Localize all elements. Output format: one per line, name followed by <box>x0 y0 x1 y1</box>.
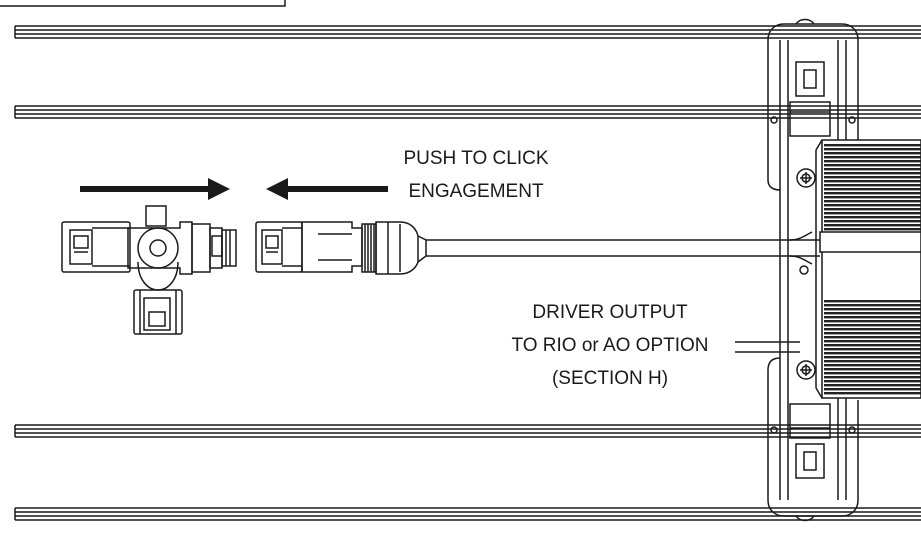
driver-label-line-2: TO RIO or AO OPTION <box>511 335 709 356</box>
heatsink-fin <box>824 164 921 167</box>
heatsink-fin <box>824 148 921 151</box>
heatsink-fin <box>824 356 921 359</box>
heatsink-fin <box>824 308 921 311</box>
heatsink-fin <box>824 336 921 339</box>
heatsink-fin <box>824 160 921 163</box>
driver-cable <box>426 231 820 265</box>
rail-lower-middle <box>14 424 921 438</box>
heatsink-fin <box>824 216 921 219</box>
heatsink-fin <box>824 144 921 147</box>
driver-label-line-1: DRIVER OUTPUT <box>532 302 688 323</box>
driver-heatsink <box>815 139 921 399</box>
cable-plug-connector <box>255 221 427 275</box>
heatsink-fin <box>824 360 921 363</box>
heatsink-fin <box>824 208 921 211</box>
heatsink-fin <box>824 180 921 183</box>
heatsink-fin <box>824 176 921 179</box>
heatsink-fin <box>824 324 921 327</box>
heatsink-fin <box>824 388 921 391</box>
left-arrow-icon <box>266 178 388 200</box>
frame-corner <box>0 0 286 7</box>
heatsink-fin <box>824 204 921 207</box>
heatsink-fin <box>824 312 921 315</box>
push-label-line-2: ENGAGEMENT <box>408 181 544 202</box>
heatsink-fin <box>824 392 921 395</box>
heatsink-fin <box>824 192 921 195</box>
heatsink-fin <box>824 384 921 387</box>
rail-top <box>14 25 921 39</box>
heatsink-fin <box>824 224 921 227</box>
heatsink-fin <box>824 220 921 223</box>
heatsink-fin <box>824 184 921 187</box>
heatsink-fin <box>824 320 921 323</box>
heatsink-fin <box>824 376 921 379</box>
heatsink-fin <box>824 152 921 155</box>
heatsink-fin <box>824 352 921 355</box>
t-splitter-connector <box>61 205 237 335</box>
heatsink-fin <box>824 364 921 367</box>
heatsink-fin <box>824 380 921 383</box>
heatsink-fin <box>824 304 921 307</box>
driver-label-line-3: (SECTION H) <box>551 368 669 389</box>
heatsink-fin <box>824 228 921 231</box>
mounting-bracket <box>767 18 859 522</box>
heatsink-fin <box>824 156 921 159</box>
heatsink-fin <box>824 340 921 343</box>
heatsink-fin <box>824 316 921 319</box>
right-arrow-icon <box>80 178 230 200</box>
heatsink-fin <box>824 200 921 203</box>
rail-bottom <box>14 507 921 521</box>
heatsink-fin <box>824 332 921 335</box>
push-to-click-label: PUSH TO CLICK ENGAGEMENT <box>386 142 566 208</box>
heatsink-fin <box>824 300 921 303</box>
heatsink-fin <box>824 328 921 331</box>
rail-upper-middle <box>14 105 921 119</box>
heatsink-fin <box>824 372 921 375</box>
heatsink-fin <box>824 188 921 191</box>
driver-output-leader <box>735 341 800 353</box>
heatsink-fin <box>824 172 921 175</box>
heatsink-fin <box>824 348 921 351</box>
heatsink-fin <box>824 344 921 347</box>
heatsink-fin <box>824 368 921 371</box>
heatsink-fin <box>824 212 921 215</box>
driver-output-label: DRIVER OUTPUT TO RIO or AO OPTION (SECTI… <box>480 296 740 395</box>
push-label-line-1: PUSH TO CLICK <box>403 148 549 169</box>
heatsink-fin <box>824 196 921 199</box>
heatsink-fin <box>824 168 921 171</box>
